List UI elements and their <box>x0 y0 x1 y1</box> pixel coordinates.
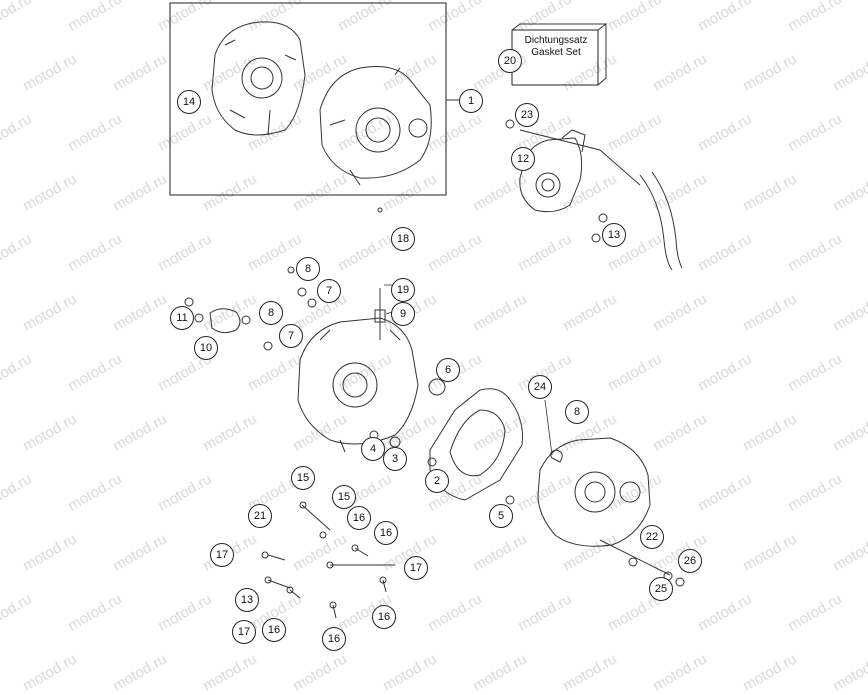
gasket-kit-label-en: Gasket Set <box>531 47 581 58</box>
callout-7-top[interactable]: 7 <box>317 279 341 303</box>
callout-2[interactable]: 2 <box>425 469 449 493</box>
callout-8-top[interactable]: 8 <box>296 257 320 281</box>
callout-15-left[interactable]: 15 <box>291 466 315 490</box>
callout-16-d[interactable]: 16 <box>262 618 286 642</box>
callout-16-a[interactable]: 16 <box>347 506 371 530</box>
callout-10[interactable]: 10 <box>194 336 218 360</box>
crankcase-half-left-top <box>211 21 306 136</box>
callout-23[interactable]: 23 <box>515 103 539 127</box>
callout-20[interactable]: 20 <box>498 49 522 73</box>
callout-24[interactable]: 24 <box>528 375 552 399</box>
crankcase-left-main <box>297 288 446 453</box>
gasket-kit-label-de: Dichtungssatz <box>524 35 588 46</box>
callout-13-bottom[interactable]: 13 <box>235 588 259 612</box>
callout-16-b[interactable]: 16 <box>374 521 398 545</box>
callout-15-right[interactable]: 15 <box>332 485 356 509</box>
watermark-text: motod.ru <box>560 650 620 695</box>
watermark-text: motod.ru <box>470 650 530 695</box>
screws-group <box>261 501 395 619</box>
water-pump-housing <box>505 119 641 243</box>
hose-coolant <box>639 171 683 271</box>
callout-9[interactable]: 9 <box>391 302 415 326</box>
callout-6[interactable]: 6 <box>436 358 460 382</box>
gasket-kit-label: Dichtungssatz Gasket Set <box>516 35 596 59</box>
callout-16-c[interactable]: 16 <box>372 605 396 629</box>
callout-26[interactable]: 26 <box>678 549 702 573</box>
crankcase-half-right-top <box>319 66 432 186</box>
watermark-text: motod.ru <box>380 650 440 695</box>
callout-8-mid[interactable]: 8 <box>259 301 283 325</box>
callout-7-mid[interactable]: 7 <box>279 324 303 348</box>
callout-11[interactable]: 11 <box>170 306 194 330</box>
watermark-text: motod.ru <box>650 650 710 695</box>
callout-17-b[interactable]: 17 <box>404 556 428 580</box>
callout-8-right[interactable]: 8 <box>565 400 589 424</box>
callout-17-a[interactable]: 17 <box>210 543 234 567</box>
callout-18[interactable]: 18 <box>391 227 415 251</box>
exploded-parts-diagram <box>169 2 685 619</box>
watermark-text: motod.ru <box>290 650 350 695</box>
watermark-text: motod.ru <box>110 650 170 695</box>
callout-3[interactable]: 3 <box>383 447 407 471</box>
callout-22[interactable]: 22 <box>640 525 664 549</box>
callout-17-c[interactable]: 17 <box>232 620 256 644</box>
callout-5[interactable]: 5 <box>489 504 513 528</box>
callout-1[interactable]: 1 <box>459 89 483 113</box>
watermark-text: motod.ru <box>200 650 260 695</box>
callout-21[interactable]: 21 <box>248 504 272 528</box>
watermark-text: motod.ru <box>740 650 800 695</box>
watermark-text: motod.ru <box>830 650 868 695</box>
crankcase-assembly-frame <box>169 2 447 196</box>
callout-12[interactable]: 12 <box>511 147 535 171</box>
crankcase-right-main <box>537 437 685 587</box>
callout-13-top[interactable]: 13 <box>602 223 626 247</box>
callout-16-e[interactable]: 16 <box>322 627 346 651</box>
callout-14[interactable]: 14 <box>177 90 201 114</box>
watermark-text: motod.ru <box>20 650 80 695</box>
callout-4[interactable]: 4 <box>361 437 385 461</box>
callout-19[interactable]: 19 <box>391 278 415 302</box>
callout-25[interactable]: 25 <box>649 577 673 601</box>
